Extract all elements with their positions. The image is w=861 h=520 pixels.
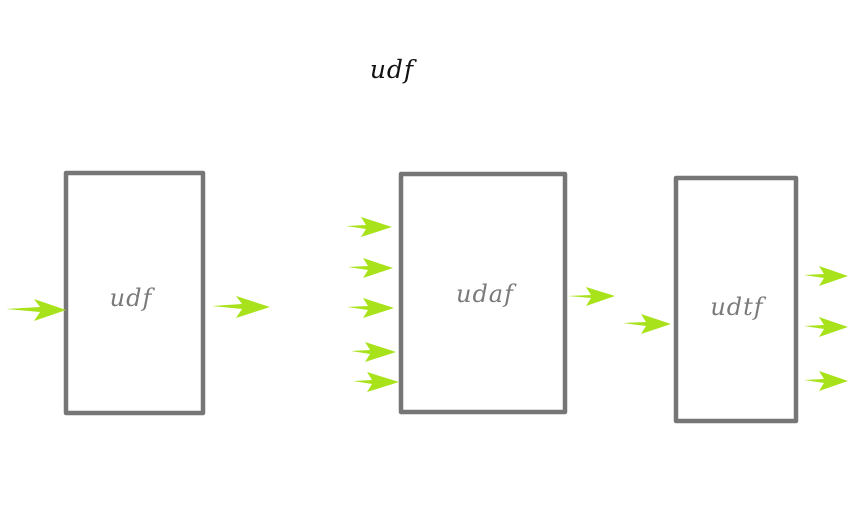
udaf-input-arrow-4 bbox=[351, 342, 396, 362]
udf-output-arrow bbox=[212, 296, 270, 318]
udtf-output-arrow-1 bbox=[804, 266, 848, 286]
udaf-input-arrow-5 bbox=[353, 372, 399, 392]
udaf-output-arrow bbox=[568, 287, 615, 306]
udtf-output-arrow-2 bbox=[804, 317, 848, 337]
udtf-box: udtf bbox=[673, 175, 799, 424]
arrows bbox=[6, 217, 848, 392]
udf-input-arrow bbox=[6, 299, 66, 321]
udtf-input-arrow bbox=[623, 314, 671, 334]
udtf-box-outline bbox=[673, 175, 799, 424]
udaf-input-arrow-1 bbox=[346, 217, 392, 237]
udf-box-label: udf bbox=[110, 284, 156, 312]
udaf-input-arrow-2 bbox=[348, 258, 393, 278]
udtf-box-label: udtf bbox=[710, 293, 766, 321]
udaf-box-outline bbox=[398, 171, 568, 415]
udaf-box: udaf bbox=[398, 171, 568, 415]
udf-box-outline bbox=[63, 170, 206, 416]
udaf-input-arrow-3 bbox=[347, 298, 394, 318]
udaf-box-label: udaf bbox=[456, 280, 517, 308]
udtf-output-arrow-3 bbox=[804, 371, 848, 391]
diagram-title: udf bbox=[370, 55, 417, 84]
udf-box: udf bbox=[63, 170, 206, 416]
